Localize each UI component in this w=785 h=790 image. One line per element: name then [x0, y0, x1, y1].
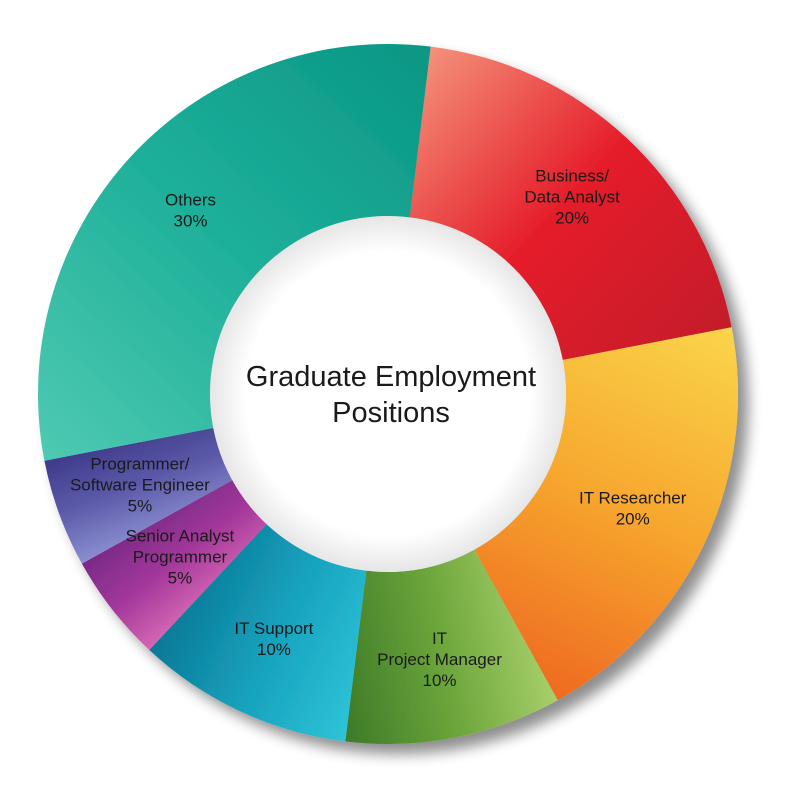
slice-others[interactable]: [37, 43, 431, 461]
slice-programmer-software-engineer[interactable]: [44, 427, 233, 564]
slice-value-label: 20%: [616, 510, 650, 529]
slice-category-label: Programmer: [133, 548, 228, 567]
slice-category-label: IT Support: [234, 619, 313, 638]
slice-business-data-analyst[interactable]: [409, 46, 732, 361]
slice-value-label: 5%: [168, 569, 193, 588]
slice-label-business-data-analyst: Business/Data Analyst 20%: [524, 167, 620, 228]
slice-label-it-support: IT Support 10%: [234, 619, 313, 659]
slice-it-project-manager[interactable]: [345, 549, 558, 744]
slice-label-programmer-software-engineer: Programmer/Software Engineer 5%: [70, 454, 210, 515]
slice-senior-analyst-programmer[interactable]: [81, 480, 267, 650]
slice-category-label: Project Manager: [377, 650, 502, 669]
slice-value-label: 30%: [174, 211, 208, 230]
slice-category-label: Senior Analyst: [126, 527, 235, 546]
slice-category-label: Software Engineer: [70, 475, 210, 494]
slice-labels: Business/Data Analyst 20% IT Researcher 20%…: [70, 167, 687, 691]
slice-category-label: Data Analyst: [524, 188, 620, 207]
donut-ring: [37, 43, 738, 744]
chart-title-line: Graduate Employment: [246, 361, 536, 393]
donut-hole: [210, 216, 566, 572]
slice-it-researcher[interactable]: [474, 327, 738, 701]
slice-it-support[interactable]: [149, 524, 367, 742]
slice-value-label: 5%: [128, 496, 153, 515]
slice-value-label: 10%: [257, 640, 291, 659]
slice-value-label: 10%: [423, 671, 457, 690]
slice-label-it-project-manager: IT Project Manager 10%: [377, 629, 502, 690]
slice-category-label: Others: [165, 190, 216, 209]
slice-category-label: IT: [432, 629, 447, 648]
slice-category-label: Business/: [535, 167, 609, 186]
slice-category-label: IT Researcher: [579, 489, 687, 508]
slice-category-label: Programmer/: [90, 454, 189, 473]
chart-title-line: Positions: [332, 397, 450, 429]
slice-value-label: 20%: [555, 209, 589, 228]
slice-label-it-researcher: IT Researcher 20%: [579, 489, 687, 529]
slice-label-others: Others 30%: [165, 190, 216, 230]
